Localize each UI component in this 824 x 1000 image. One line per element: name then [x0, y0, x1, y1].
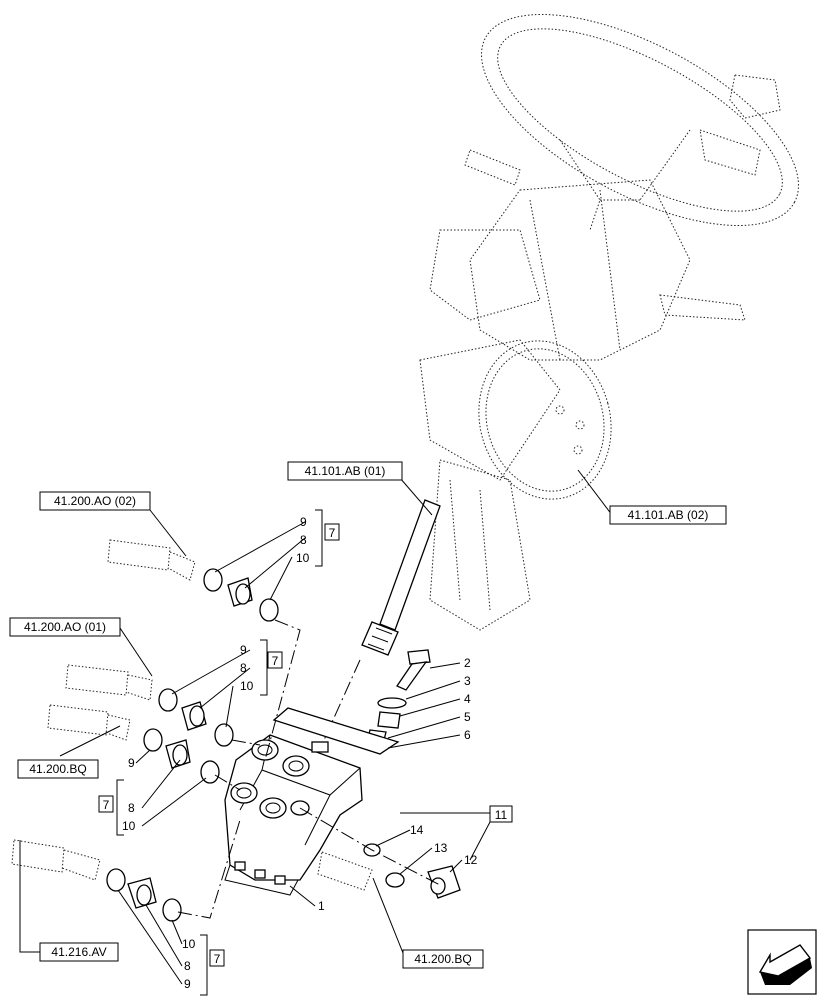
- hose-bq-left-phantom: [47, 704, 131, 741]
- svg-text:8: 8: [128, 801, 135, 815]
- svg-text:41.200.BQ: 41.200.BQ: [414, 952, 471, 966]
- flow-line-mid: [231, 739, 261, 746]
- svg-text:7: 7: [272, 654, 279, 668]
- hose-ao01-phantom: [65, 664, 153, 701]
- fitting-set-mid: [158, 688, 234, 747]
- svg-text:7: 7: [103, 798, 110, 812]
- callouts-left: 9 8 10: [122, 756, 136, 833]
- svg-text:7: 7: [214, 952, 221, 966]
- svg-text:12: 12: [464, 853, 478, 867]
- svg-text:2: 2: [464, 656, 471, 670]
- arrow-icon: [758, 944, 812, 985]
- svg-text:9: 9: [300, 515, 307, 529]
- svg-text:41.200.BQ: 41.200.BQ: [29, 762, 86, 776]
- steering-wheel-phantom: [481, 13, 799, 231]
- svg-text:5: 5: [464, 710, 471, 724]
- fitting-set-bottom: [106, 868, 182, 922]
- steering-valve-unit: [224, 734, 363, 896]
- svg-text:9: 9: [184, 977, 191, 991]
- svg-text:8: 8: [300, 533, 307, 547]
- svg-text:41.200.AO (02): 41.200.AO (02): [54, 494, 136, 508]
- ref-41-200-ao-02[interactable]: 41.200.AO (02): [39, 491, 151, 511]
- svg-text:14: 14: [410, 823, 424, 837]
- fitting-set-top: [203, 568, 279, 622]
- fitting-set-right: [363, 843, 461, 899]
- svg-text:8: 8: [184, 959, 191, 973]
- svg-text:13: 13: [434, 841, 448, 855]
- svg-text:9: 9: [128, 756, 135, 770]
- svg-text:6: 6: [464, 728, 471, 742]
- callouts-column: 2 3 4 5 6: [464, 656, 471, 742]
- svg-text:10: 10: [182, 937, 196, 951]
- callouts-mid: 9 8 10: [240, 643, 254, 693]
- flow-line-bottom: [177, 819, 241, 919]
- flow-line-left: [214, 774, 241, 791]
- svg-text:41.101.AB (02): 41.101.AB (02): [628, 508, 709, 522]
- kit-box-top: 7: [324, 523, 340, 541]
- ref-41-101-ab-01[interactable]: 41.101.AB (01): [287, 461, 403, 481]
- kit-box-right: 11: [489, 805, 513, 823]
- ref-41-216-av[interactable]: 41.216.AV: [39, 942, 119, 962]
- svg-text:3: 3: [464, 674, 471, 688]
- svg-text:10: 10: [240, 679, 254, 693]
- kit-box-bottom: 7: [209, 949, 225, 967]
- washer-3: [377, 697, 407, 709]
- leader-lines: [19, 469, 613, 996]
- flow-line-right: [299, 807, 441, 886]
- callouts-top: 9 8 10: [296, 515, 310, 565]
- svg-text:10: 10: [296, 551, 310, 565]
- hose-bq-right-phantom: [317, 851, 373, 891]
- hose-av-phantom: [11, 839, 101, 881]
- flow-line-top: [264, 619, 301, 761]
- kit-box-mid: 7: [267, 651, 283, 669]
- steering-shaft: [361, 499, 441, 656]
- back-arrow-button[interactable]: [747, 929, 817, 995]
- kit-box-left: 7: [98, 795, 114, 813]
- bush-4: [377, 711, 401, 729]
- svg-text:4: 4: [464, 692, 471, 706]
- callouts-right: 14 13 12: [410, 823, 478, 867]
- fitting-set-left: [143, 728, 220, 784]
- callouts-bottom: 10 8 9: [182, 937, 196, 991]
- svg-text:41.101.AB (01): 41.101.AB (01): [305, 464, 386, 478]
- callout-unit: 1: [318, 899, 325, 913]
- ref-41-101-ab-02[interactable]: 41.101.AB (02): [609, 505, 727, 525]
- column-shroud-phantom: [429, 74, 781, 361]
- ref-41-200-ao-01[interactable]: 41.200.AO (01): [9, 617, 121, 637]
- column-housing-phantom: [419, 339, 612, 631]
- svg-text:41.200.AO (01): 41.200.AO (01): [24, 620, 106, 634]
- bolt-2: [396, 649, 431, 691]
- svg-text:9: 9: [240, 643, 247, 657]
- svg-text:41.216.AV: 41.216.AV: [51, 945, 106, 959]
- svg-text:10: 10: [122, 819, 136, 833]
- svg-text:8: 8: [240, 661, 247, 675]
- ref-41-200-bq-left[interactable]: 41.200.BQ: [17, 759, 99, 779]
- hose-ao02-phantom: [107, 539, 196, 581]
- ref-41-200-bq-right[interactable]: 41.200.BQ: [402, 949, 484, 969]
- svg-text:11: 11: [495, 808, 508, 822]
- svg-text:7: 7: [329, 526, 336, 540]
- plate-6: [272, 707, 400, 755]
